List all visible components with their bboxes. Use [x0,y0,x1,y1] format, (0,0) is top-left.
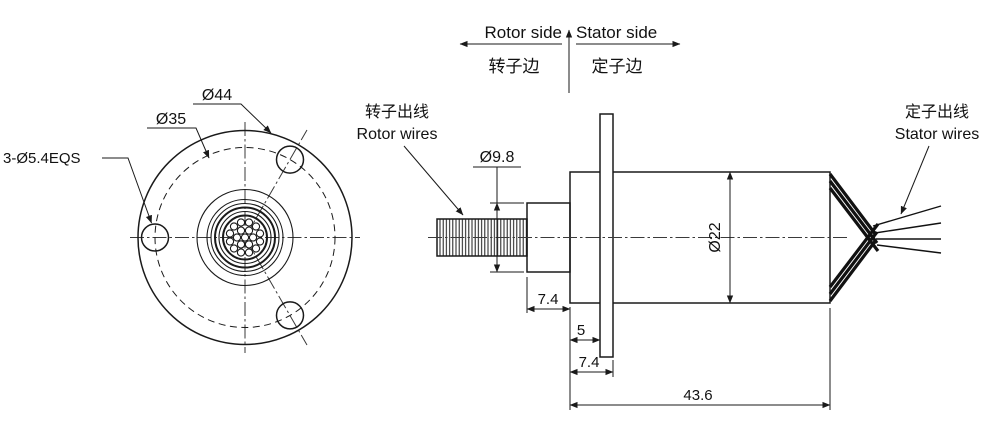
leader-bolt-circle [147,127,210,159]
step-length-label: 7.4 [538,291,559,308]
rotor-side-label-en: Rotor side [485,23,562,42]
leader-flange-diameter [193,103,272,134]
rotor-wires-label-zh: 转子出线 [365,103,429,121]
flange-offset-label: 5 [577,322,585,339]
dim-flange-back: 7.4 [569,354,614,376]
body-rings [196,188,294,287]
dim-shaft-diameter: Ø9.8 [473,149,524,273]
stator-side-label-zh: 定子边 [592,57,643,76]
flange-diameter-label: Ø44 [202,87,232,104]
mounting-holes [140,145,305,330]
stator-wires-label-zh: 定子出线 [905,103,969,121]
leader-mounting-holes [102,157,152,224]
stator-wires-leader [900,145,930,215]
flange-outline-circle [137,129,353,346]
wire-bundle-dots [225,218,265,257]
bottom-extension-lines [526,277,831,410]
flange-disc [599,113,614,358]
stator-wires [828,173,942,302]
bolt-circle [154,147,336,328]
stator-wires-callout: 定子出线 Stator wires [895,103,979,215]
body-diameter-label: Ø22 [707,222,724,252]
stator-wires-label-en: Stator wires [895,126,979,143]
shaft-diameter-label: Ø9.8 [480,149,515,166]
body-length-label: 43.6 [683,387,712,404]
flange-back-label: 7.4 [579,354,600,371]
rotor-wires-callout: 转子出线 Rotor wires [357,103,464,216]
dim-body-length: 43.6 [569,387,831,409]
dim-step-length: 7.4 [526,291,571,313]
front-view: Ø44 Ø35 3-Ø5.4EQS [3,87,360,353]
stator-side-label-en: Stator side [576,23,657,42]
mounting-holes-label: 3-Ø5.4EQS [3,150,81,167]
rotor-side-label-zh: 转子边 [489,57,540,76]
rotor-wires-leader [403,145,464,216]
dim-body-diameter: Ø22 [707,171,734,304]
bolt-circle-diameter-label: Ø35 [156,111,186,128]
dim-flange-offset: 5 [569,322,601,344]
rotor-wires-label-en: Rotor wires [357,126,438,143]
orientation-indicator: Rotor side Stator side 转子边 定子边 [459,23,681,93]
side-view: Ø9.8 Ø22 7.4 5 7.4 [357,23,979,410]
